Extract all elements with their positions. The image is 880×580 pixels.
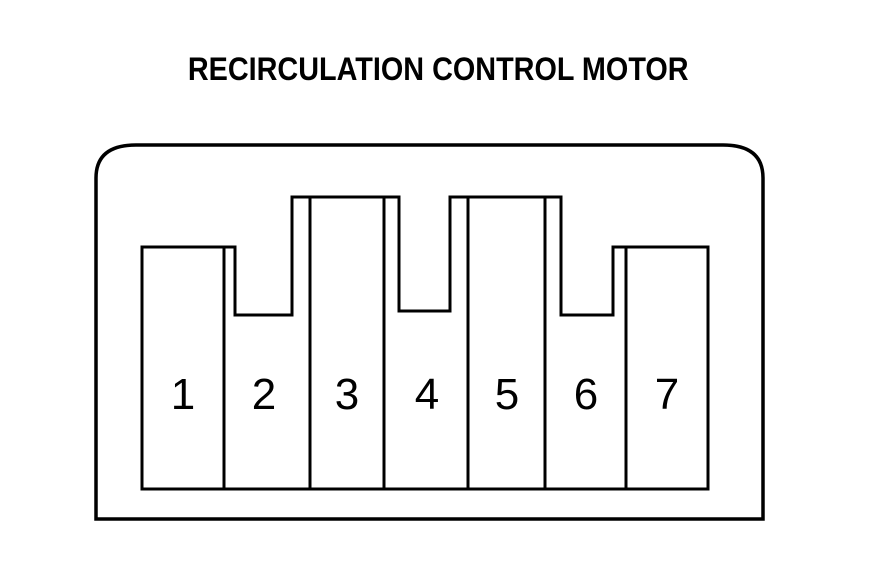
pin-number-4: 4 (415, 370, 439, 419)
pin-number-3: 3 (335, 370, 359, 419)
diagram-title: RECIRCULATION CONTROL MOTOR (187, 51, 689, 87)
pin-cavity-comb-outline (140, 195, 710, 491)
pin-number-2: 2 (252, 370, 276, 419)
pin-number-7: 7 (655, 370, 679, 419)
diagram-title-row: RECIRCULATION CONTROL MOTOR (0, 51, 876, 87)
pin-number-6: 6 (574, 370, 598, 419)
pin-number-5: 5 (495, 370, 519, 419)
connector-shell-outline (94, 143, 765, 521)
pin-number-1: 1 (171, 370, 195, 419)
